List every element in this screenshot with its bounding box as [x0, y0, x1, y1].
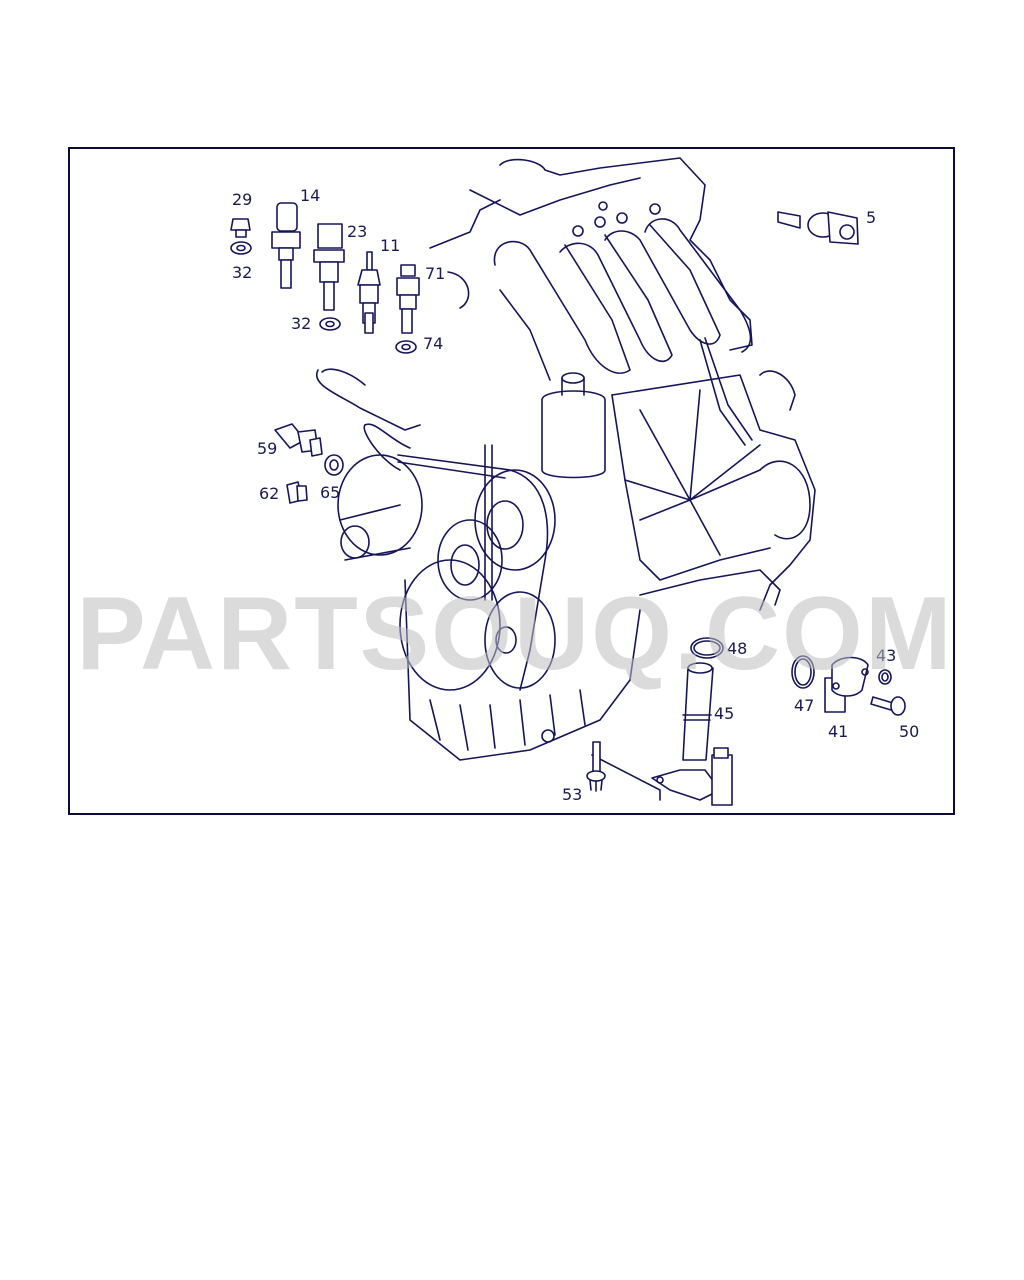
- callout-23[interactable]: 23: [347, 222, 368, 241]
- callout-71[interactable]: 71: [425, 264, 446, 283]
- callout-48[interactable]: 48: [727, 639, 748, 658]
- callout-59[interactable]: 59: [257, 439, 278, 458]
- callout-41[interactable]: 41: [828, 722, 849, 741]
- callout-45[interactable]: 45: [714, 704, 735, 723]
- callout-5[interactable]: 5: [866, 208, 877, 227]
- callout-53[interactable]: 53: [562, 785, 583, 804]
- callout-50[interactable]: 50: [899, 722, 920, 741]
- callout-32-upper[interactable]: 32: [232, 263, 253, 282]
- callout-11[interactable]: 11: [380, 236, 401, 255]
- callout-32-lower[interactable]: 32: [291, 314, 312, 333]
- callout-65[interactable]: 65: [320, 483, 341, 502]
- callout-14[interactable]: 14: [300, 186, 321, 205]
- callout-43[interactable]: 43: [876, 646, 897, 665]
- callout-62[interactable]: 62: [259, 484, 280, 503]
- diagram-frame: [68, 147, 955, 815]
- callout-74[interactable]: 74: [423, 334, 444, 353]
- callout-47[interactable]: 47: [794, 696, 815, 715]
- engine-block: [315, 157, 816, 761]
- callout-29[interactable]: 29: [232, 190, 253, 209]
- loose-parts: [230, 202, 906, 806]
